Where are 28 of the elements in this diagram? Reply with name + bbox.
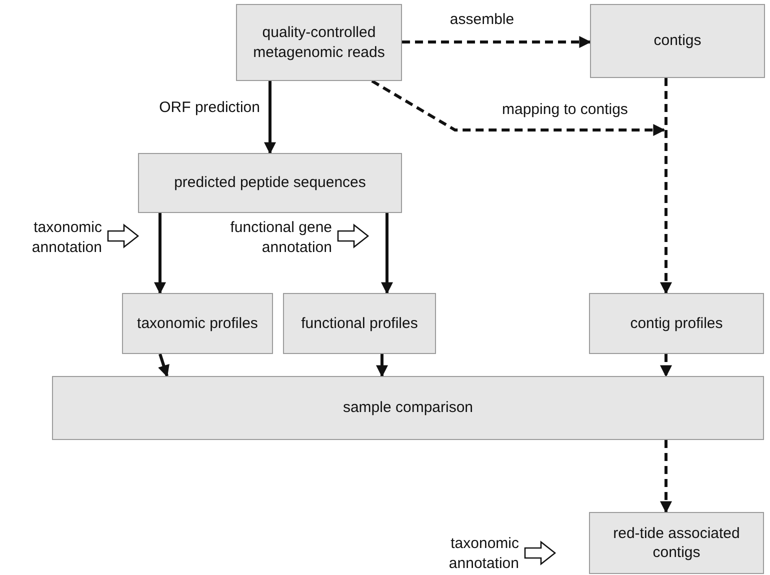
box-text: functional profiles [301,314,418,334]
box-text: red-tide associated contigs [612,524,741,562]
box-text: sample comparison [342,398,474,418]
arrow [264,81,276,154]
process-box [590,4,765,78]
dashed-arrow [371,80,666,136]
dashed-arrow [660,440,672,514]
process-box [52,376,764,440]
process-box [589,293,764,354]
box-text: contig profiles [630,314,723,334]
process-box [138,153,402,213]
edge-label: mapping to contigs [500,100,630,120]
process-box [283,293,436,354]
edge-label: ORF prediction [157,98,262,118]
box-text: taxonomic profiles [137,314,258,334]
process-box [236,4,402,81]
arrow [158,354,170,378]
box-text: predicted peptide sequences [174,173,366,193]
arrow [154,213,166,294]
process-box [122,293,273,354]
arrow [381,213,393,294]
box-text: quality-controlled metagenomic reads [252,23,386,62]
process-box [589,512,764,574]
dashed-arrow [402,36,592,48]
dashed-arrow [660,78,672,294]
dashed-arrow [660,354,672,378]
arrow [376,354,388,378]
box-text: contigs [654,31,702,51]
